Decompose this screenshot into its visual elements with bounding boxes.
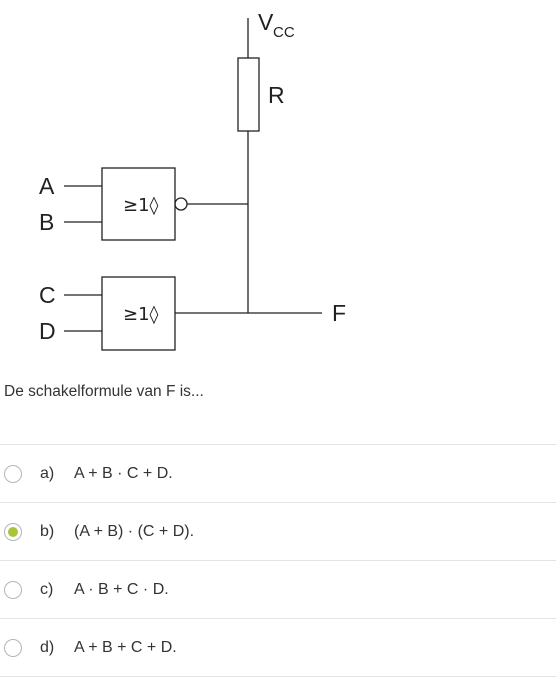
option-b[interactable]: b) (A + B) · (C + D).	[0, 502, 556, 560]
radio-b[interactable]	[4, 522, 22, 541]
radio-a[interactable]	[4, 464, 22, 483]
input-a-label: A	[39, 173, 55, 199]
option-c-text: A · B + C · D.	[74, 580, 169, 598]
circuit-diagram: V CC R ≥1◊ ≥1◊ A B C D F	[39, 9, 346, 351]
radio-c[interactable]	[4, 580, 22, 599]
vcc-subscript: CC	[273, 24, 295, 41]
option-a-text: A + B · C + D.	[74, 464, 173, 482]
answer-options: a) A + B · C + D. b) (A + B) · (C + D). …	[0, 444, 556, 677]
option-b-letter: b)	[40, 522, 55, 540]
gate-2-symbol: ≥1◊	[123, 304, 159, 325]
option-b-text: (A + B) · (C + D).	[74, 522, 195, 540]
radio-d[interactable]	[4, 638, 22, 657]
output-f-label: F	[332, 300, 346, 326]
option-d[interactable]: d) A + B + C + D.	[0, 618, 556, 677]
input-b-label: B	[39, 209, 54, 235]
gate-1-symbol: ≥1◊	[123, 195, 159, 216]
question-text: De schakelformule van F is...	[4, 383, 204, 400]
option-c-letter: c)	[40, 580, 54, 598]
resistor-label: R	[268, 82, 285, 108]
vcc-label: V	[258, 9, 274, 35]
input-d-label: D	[39, 318, 56, 344]
option-d-text: A + B + C + D.	[74, 638, 177, 656]
resistor	[237, 57, 260, 132]
input-c-label: C	[39, 282, 56, 308]
option-a[interactable]: a) A + B · C + D.	[0, 444, 556, 502]
option-a-letter: a)	[40, 464, 55, 482]
option-d-letter: d)	[40, 638, 55, 656]
inversion-bubble	[174, 197, 188, 211]
option-c[interactable]: c) A · B + C · D.	[0, 560, 556, 618]
